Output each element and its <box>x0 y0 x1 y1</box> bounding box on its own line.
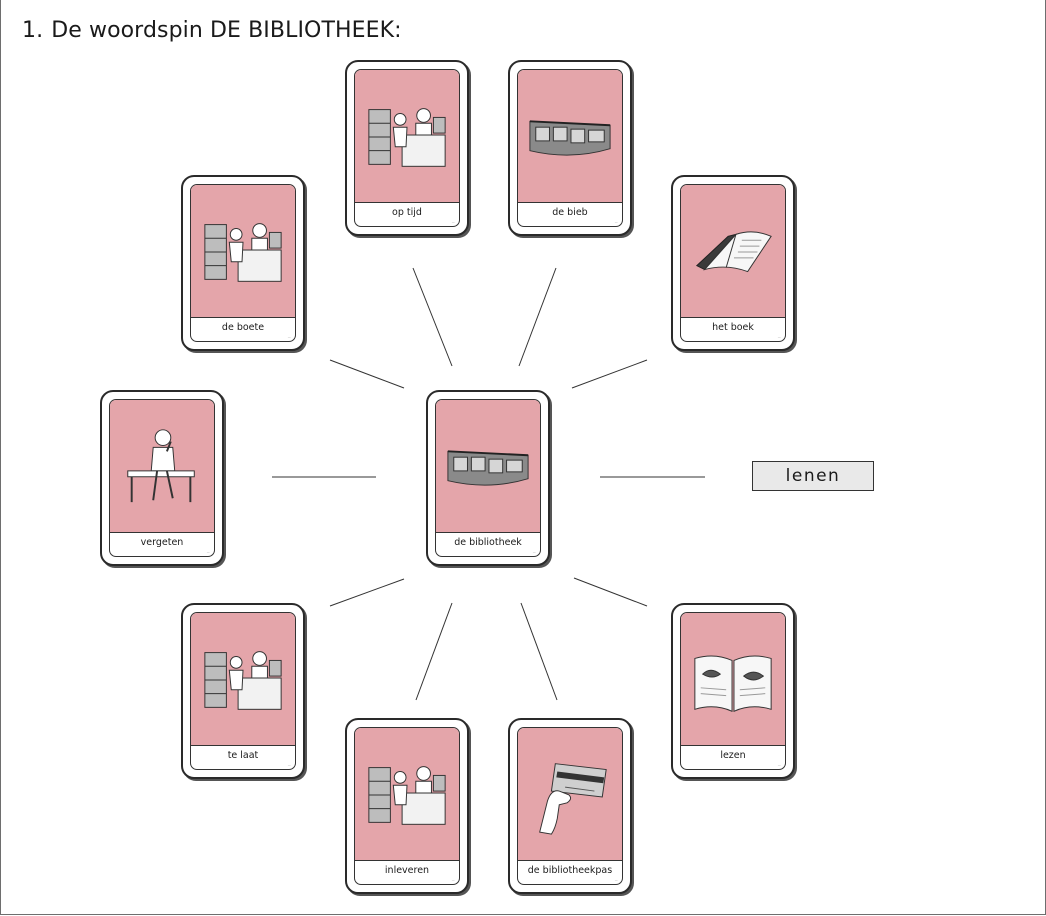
card-picture <box>191 613 295 745</box>
card-label: vergeten <box>110 532 214 549</box>
center-card-de-bibliotheek: de bibliotheek — <box>426 390 550 566</box>
card-credit: — <box>206 550 210 554</box>
open-book-reading-icon <box>694 655 772 713</box>
card-credit: — <box>451 220 455 224</box>
card-label: inleveren <box>355 860 459 877</box>
card-label: de boete <box>191 317 295 334</box>
open-book-icon <box>695 231 772 273</box>
answer-box-lenen: lenen <box>752 461 874 491</box>
word-card-de-bieb: de bieb — <box>508 60 632 236</box>
library-card-icon <box>539 763 607 835</box>
card-picture <box>355 70 459 202</box>
library-desk-icon <box>204 651 282 710</box>
card-picture <box>681 613 785 745</box>
card-picture <box>518 70 622 202</box>
card-picture <box>681 185 785 317</box>
card-credit: — <box>532 550 536 554</box>
card-credit: — <box>777 763 781 767</box>
library-building-icon <box>529 120 611 156</box>
card-label: de bibliotheekpas <box>518 860 622 877</box>
card-label: op tijd <box>355 202 459 219</box>
card-label: het boek <box>681 317 785 334</box>
word-card-te-laat: te laat — <box>181 603 305 779</box>
spoke-line-de-bieb <box>518 267 557 367</box>
library-desk-icon <box>368 766 446 825</box>
card-credit: — <box>777 335 781 339</box>
spoke-line-lezen <box>573 577 648 607</box>
card-picture <box>191 185 295 317</box>
card-label: de bieb <box>518 202 622 219</box>
card-picture <box>355 728 459 860</box>
spoke-line-inleveren <box>415 602 453 701</box>
word-card-vergeten: vergeten — <box>100 390 224 566</box>
library-building-icon <box>447 450 529 486</box>
word-card-de-boete: de boete — <box>181 175 305 351</box>
spoke-line-te-laat <box>329 578 405 607</box>
spoke-line-de-boete <box>329 359 405 389</box>
card-credit: — <box>614 878 618 882</box>
card-credit: — <box>287 763 291 767</box>
card-picture <box>436 400 540 532</box>
word-card-inleveren: inleveren — <box>345 718 469 894</box>
exercise-number: 1. <box>22 18 44 43</box>
spoke-line-het-boek <box>571 359 648 389</box>
card-label: te laat <box>191 745 295 762</box>
word-card-het-boek: het boek — <box>671 175 795 351</box>
card-picture <box>110 400 214 532</box>
card-credit: — <box>287 335 291 339</box>
card-label: de bibliotheek <box>436 532 540 549</box>
spoke-line-bibliotheekpas <box>520 602 558 701</box>
card-picture <box>518 728 622 860</box>
library-desk-icon <box>368 108 446 167</box>
library-desk-icon <box>204 223 282 282</box>
thinking-person-icon <box>127 429 195 503</box>
card-credit: — <box>451 878 455 882</box>
spoke-line-op-tijd <box>412 267 453 367</box>
word-card-lezen: lezen — <box>671 603 795 779</box>
word-card-de-bibliotheekpas: de bibliotheekpas — <box>508 718 632 894</box>
exercise-title: De woordspin DE BIBLIOTHEEK: <box>51 18 402 43</box>
word-card-op-tijd: op tijd — <box>345 60 469 236</box>
card-credit: — <box>614 220 618 224</box>
exercise-heading: 1. De woordspin DE BIBLIOTHEEK: <box>22 18 402 43</box>
card-label: lezen <box>681 745 785 762</box>
